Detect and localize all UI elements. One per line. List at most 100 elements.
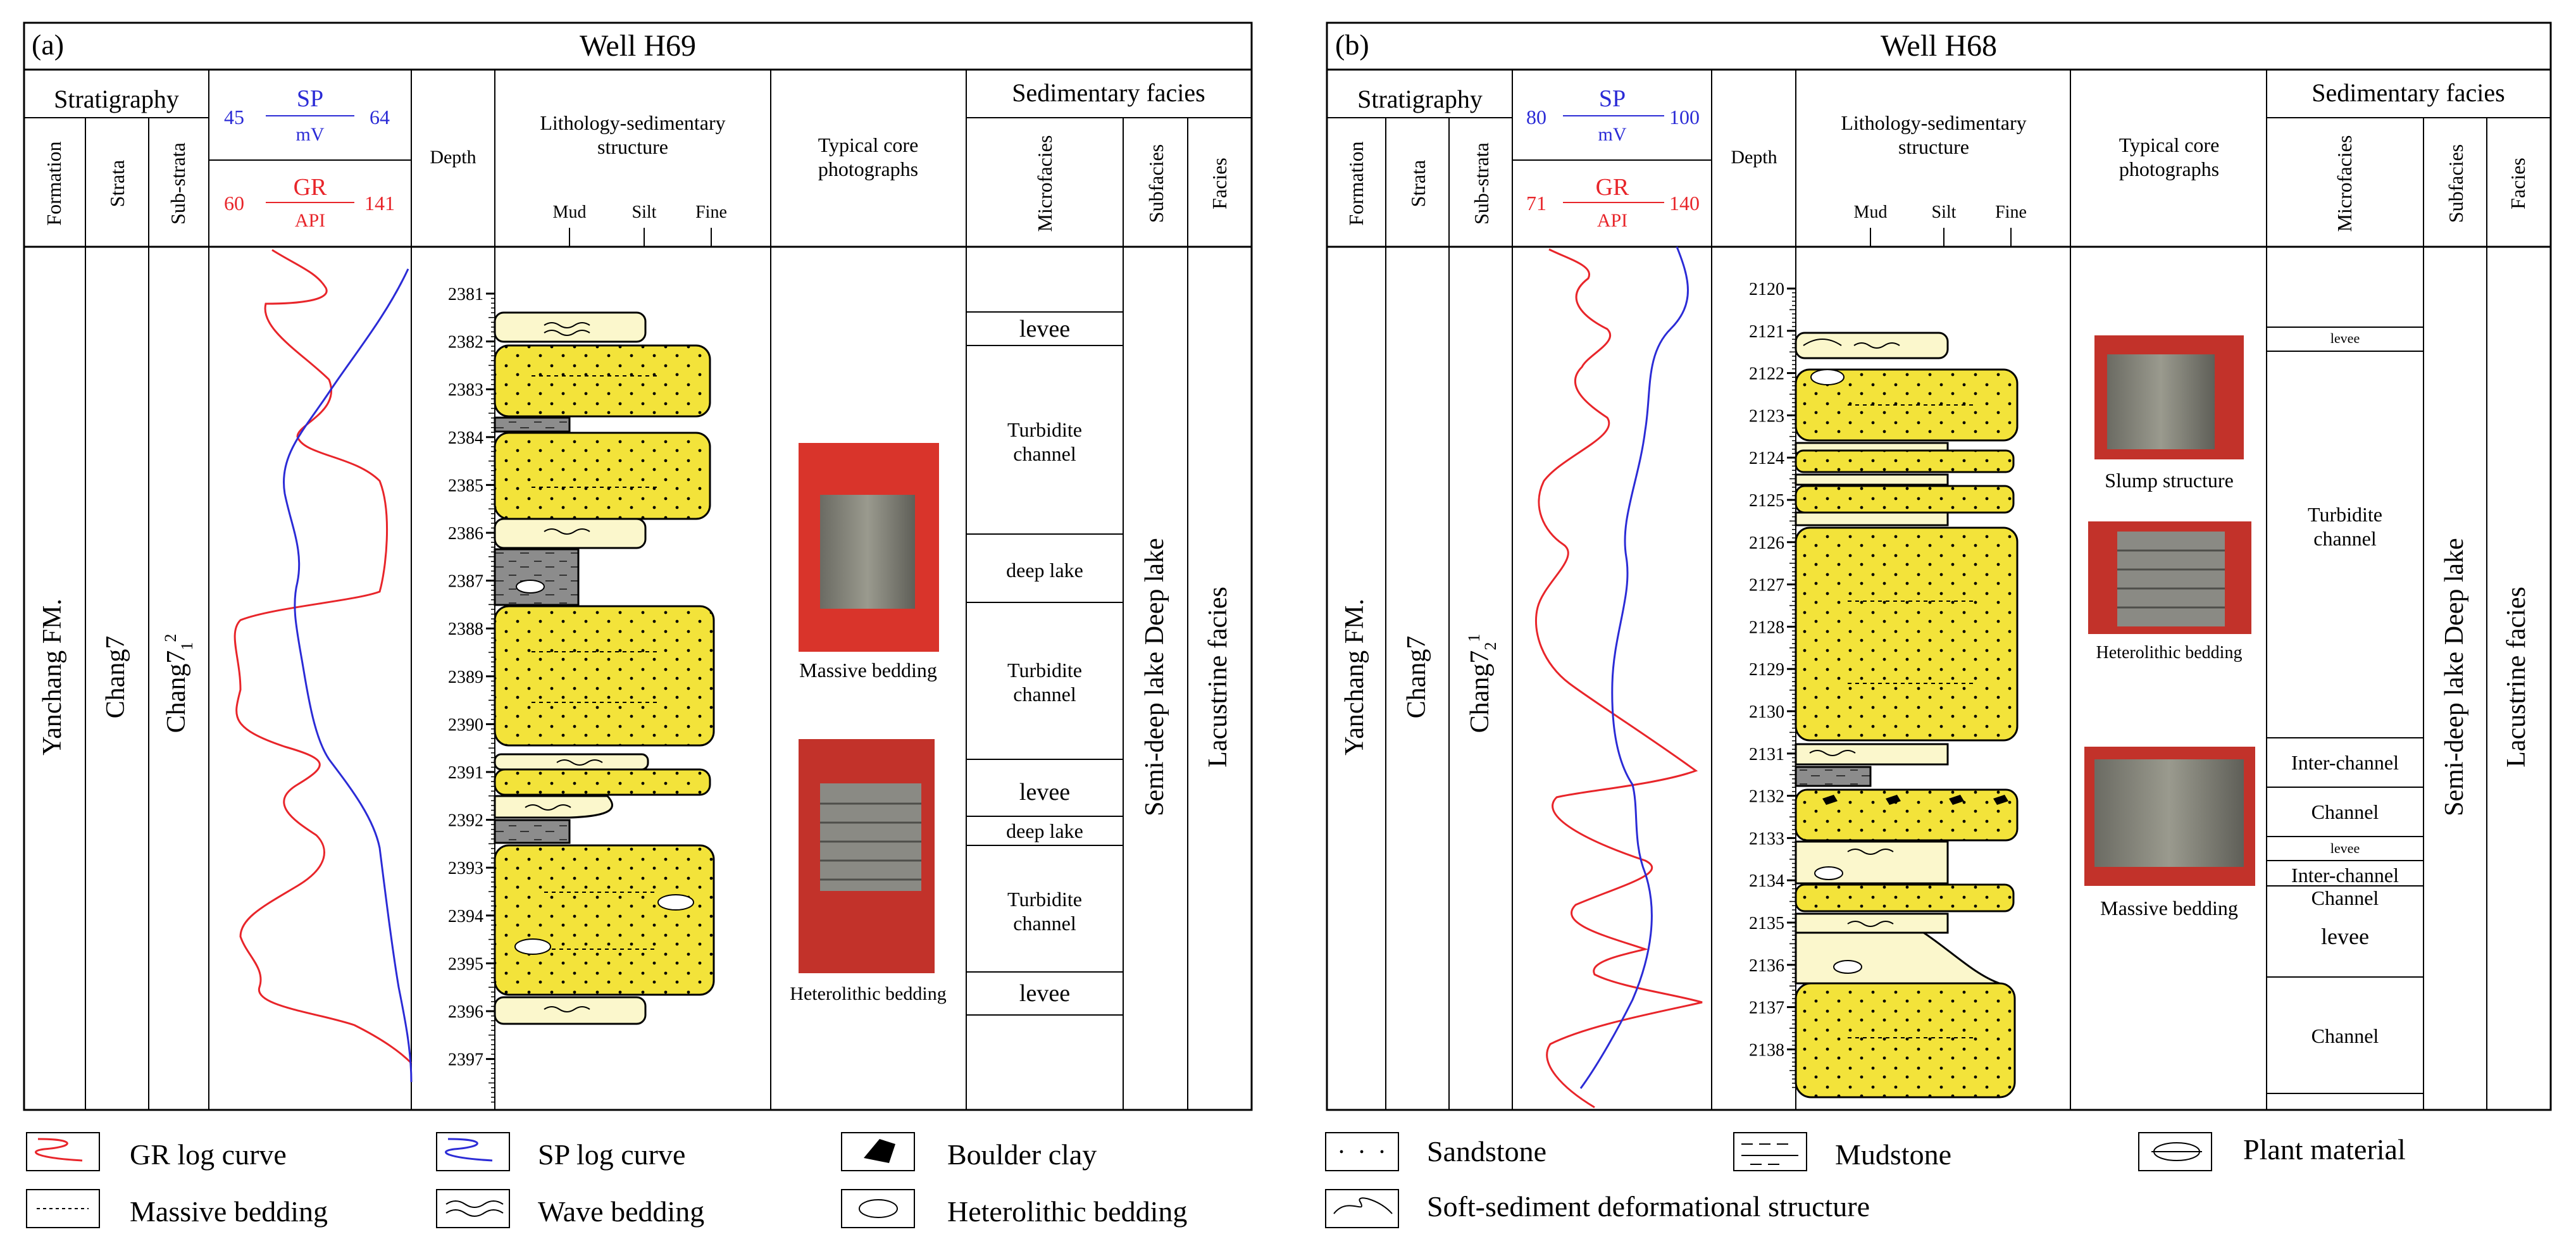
panel-b-title: Well H68 xyxy=(1881,29,1997,63)
subfacies-name: Semi-deep lake Deep lake xyxy=(1140,538,1169,816)
legend-massive-bedding: Massive bedding xyxy=(26,1189,328,1228)
microfacies-b-interchannel-1: Inter-channel xyxy=(2291,751,2399,774)
gr-min-b: 71 xyxy=(1526,192,1546,215)
facies-name: Lacustrine facies xyxy=(1204,587,1233,768)
depth-label: 2137 xyxy=(1749,999,1784,1018)
lithology-column-a xyxy=(494,311,715,1025)
sed-facies-header-b: Sedimentary facies xyxy=(2312,78,2504,107)
panel-a: (a) Well H69 Stratigraphy Sedimentary fa… xyxy=(23,22,1253,1111)
svg-text:Soft-sediment deformational: Soft-sediment deformational structure xyxy=(1427,1190,1870,1223)
strata-name-b: Chang7 xyxy=(1402,636,1431,719)
stratigraphy-header: Stratigraphy xyxy=(54,85,179,113)
depth-label: 2134 xyxy=(1749,871,1784,891)
depth-label: 2382 xyxy=(448,333,483,352)
sp-curve-b xyxy=(1579,246,1689,1089)
core-header-b-line1: Typical core xyxy=(2119,134,2220,156)
heterolithic-icon xyxy=(1833,960,1862,974)
depth-label: 2138 xyxy=(1749,1040,1784,1060)
microfacies-levee-2: levee xyxy=(1019,779,1070,806)
grain-fine-b: Fine xyxy=(1995,202,2027,222)
facies-name-b: Lacustrine facies xyxy=(2502,587,2531,768)
depth-label: 2128 xyxy=(1749,618,1784,637)
legend-heterolithic-bedding: Heterolithic bedding xyxy=(841,1189,1187,1228)
svg-text:Massive bedding: Massive bedding xyxy=(130,1195,328,1228)
gr-curve-b xyxy=(1534,248,1703,1109)
depth-label: 2124 xyxy=(1749,449,1784,468)
substrata-name-b: Chang721 xyxy=(1465,634,1500,733)
strata-name: Chang7 xyxy=(101,636,130,719)
gr-label-b: GR xyxy=(1596,174,1629,201)
sp-unit: mV xyxy=(296,124,325,145)
depth-label: 2391 xyxy=(448,763,483,783)
depth-label: 2394 xyxy=(448,907,483,926)
core-header-line1: Typical core xyxy=(818,134,919,156)
heterolithic-icon xyxy=(1814,866,1843,880)
legend-wave-bedding: Wave bedding xyxy=(436,1189,704,1228)
legend-plant-material: Plant material xyxy=(2138,1132,2406,1171)
microfacies-turbidite-1b: channel xyxy=(1013,442,1076,465)
svg-text:Boulder clay: Boulder clay xyxy=(947,1138,1097,1171)
sp-curve-a xyxy=(283,268,413,1083)
sp-min: 45 xyxy=(224,106,244,128)
lithology-header-line1: Lithology-sedimentary xyxy=(540,111,725,134)
microfacies-b-turbidite-a: Turbidite xyxy=(2308,503,2382,526)
svg-text:GR log curve: GR log curve xyxy=(130,1138,287,1171)
microfacies-deep-lake-1: deep lake xyxy=(1006,559,1083,582)
lithology-header-b-line1: Lithology-sedimentary xyxy=(1841,111,2026,134)
grain-mud-b: Mud xyxy=(1854,202,1888,222)
sp-unit-b: mV xyxy=(1598,124,1627,145)
depth-label: 2123 xyxy=(1749,406,1784,426)
legend: GR log curve SP log curve Boulder clay M… xyxy=(26,1132,2406,1228)
microfacies-levee-3: levee xyxy=(1019,980,1070,1007)
panel-a-title: Well H69 xyxy=(580,29,696,63)
microfacies-b-channel-2: Channel xyxy=(2312,887,2379,909)
depth-label: 2388 xyxy=(448,619,483,639)
plant-material-icon xyxy=(514,938,551,955)
gr-unit-b: API xyxy=(1597,210,1627,231)
depth-header-b: Depth xyxy=(1731,147,1777,168)
depth-label: 2136 xyxy=(1749,956,1784,976)
panel-b-label: (b) xyxy=(1335,28,1369,61)
formation-name: Yanchang FM. xyxy=(38,599,67,756)
microfacies-turbidite-3a: Turbidite xyxy=(1007,888,1082,911)
svg-text:Heterolithic bedding: Heterolithic bedding xyxy=(947,1195,1187,1228)
depth-label: 2125 xyxy=(1749,491,1784,511)
strata-header: Strata xyxy=(106,160,128,208)
sp-min-b: 80 xyxy=(1526,106,1546,128)
substrata-header: Sub-strata xyxy=(166,142,189,225)
lithology-header-b-line2: structure xyxy=(1898,135,1969,158)
microfacies-turbidite-2b: channel xyxy=(1013,683,1076,706)
core-caption-massive-b: Massive bedding xyxy=(2100,897,2238,919)
gr-min: 60 xyxy=(224,192,244,215)
microfacies-b-levee-2: levee xyxy=(2330,840,2360,856)
depth-label: 2392 xyxy=(448,811,483,831)
microfacies-header-b: Microfacies xyxy=(2333,135,2356,232)
sed-facies-header: Sedimentary facies xyxy=(1012,78,1205,107)
depth-label: 2387 xyxy=(448,572,483,592)
formation-header: Formation xyxy=(42,141,65,225)
legend-sp-curve: SP log curve xyxy=(436,1132,685,1171)
legend-sandstone: Sandstone xyxy=(1325,1132,1546,1171)
gr-unit: API xyxy=(295,210,325,231)
formation-header-b: Formation xyxy=(1345,141,1367,225)
microfacies-b-turbidite-b: channel xyxy=(2313,527,2377,550)
stratigraphy-header-b: Stratigraphy xyxy=(1357,85,1483,113)
depth-label: 2127 xyxy=(1749,576,1784,595)
depth-label: 2132 xyxy=(1749,787,1784,807)
core-header-line2: photographs xyxy=(818,158,918,180)
legend-gr-curve: GR log curve xyxy=(26,1132,287,1171)
formation-name-b: Yanchang FM. xyxy=(1340,599,1369,756)
legend-boulder-clay: Boulder clay xyxy=(841,1132,1097,1171)
depth-label: 2381 xyxy=(448,285,483,304)
svg-text:Mudstone: Mudstone xyxy=(1835,1138,1951,1171)
grain-mud: Mud xyxy=(553,202,587,222)
bedding-marks-a xyxy=(525,322,658,1012)
depth-label: 2120 xyxy=(1749,280,1784,299)
grain-silt-b: Silt xyxy=(1932,202,1957,222)
core-header-b-line2: photographs xyxy=(2119,158,2219,180)
core-caption-heterolithic-a: Heterolithic bedding xyxy=(790,983,946,1004)
lithology-column-b xyxy=(1795,332,2019,1099)
depth-label: 2122 xyxy=(1749,364,1784,384)
gr-label: GR xyxy=(294,174,327,201)
facies-header: Facies xyxy=(1208,158,1231,209)
